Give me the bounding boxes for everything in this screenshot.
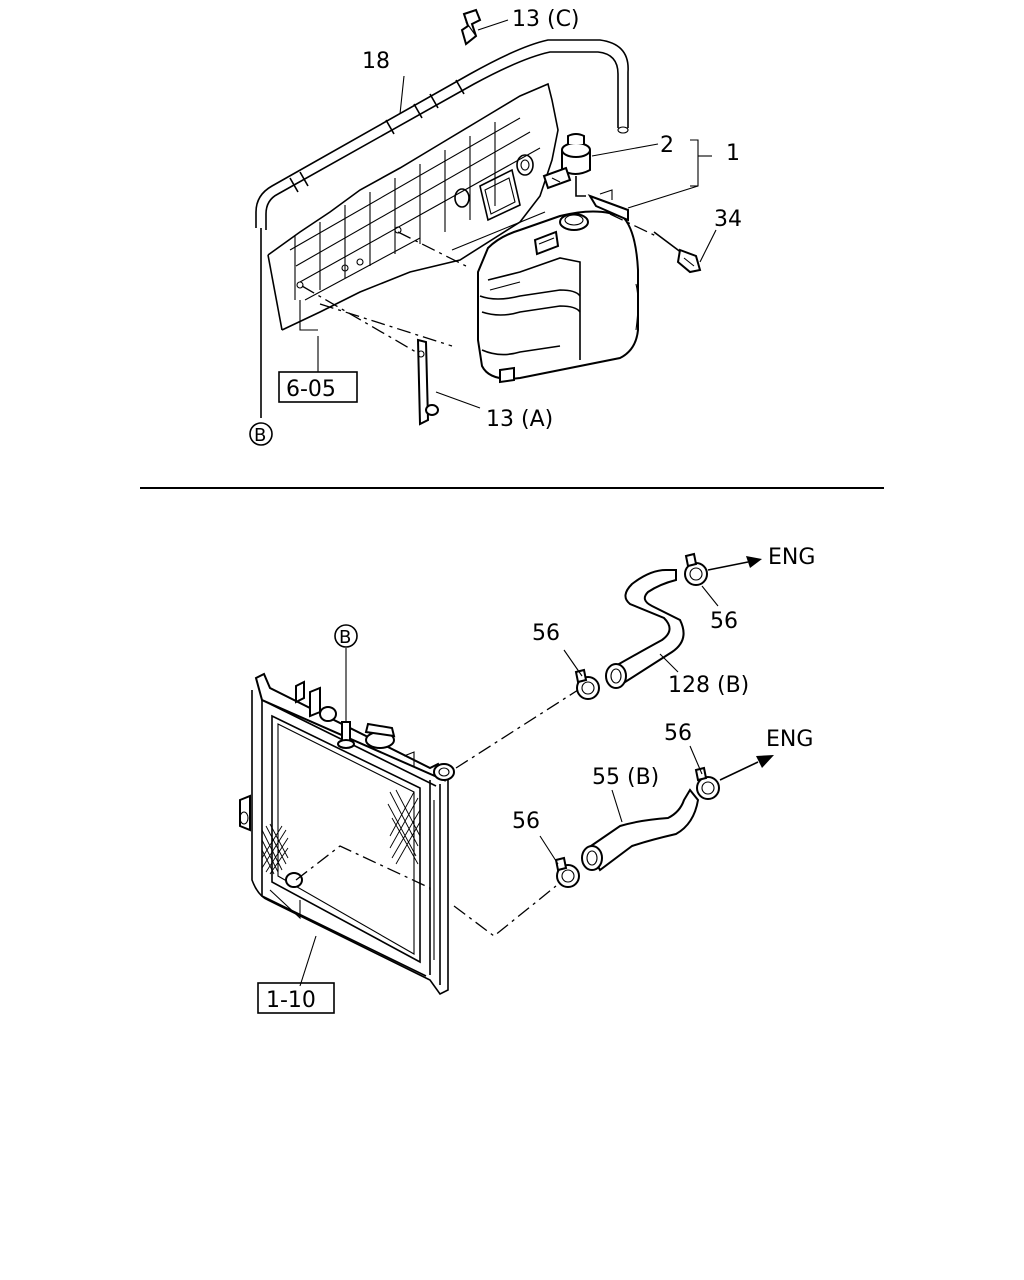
assembly-line xyxy=(295,845,431,894)
assembly-line xyxy=(453,885,557,937)
leader-lines-upper xyxy=(317,19,717,409)
hose-55b xyxy=(581,788,700,872)
cap-2 xyxy=(542,133,591,197)
label-eng-top: ENG xyxy=(768,545,815,570)
marker-b-top-label: B xyxy=(254,425,266,446)
bracket-13a xyxy=(416,338,439,426)
assembly-line xyxy=(455,689,579,769)
label-6-05: 6-05 xyxy=(286,377,336,402)
reservoir-tank-1 xyxy=(477,210,639,384)
label-1-10: 1-10 xyxy=(266,988,316,1013)
label-eng-bottom: ENG xyxy=(766,727,813,752)
clamp-56-mid-right xyxy=(694,766,720,800)
assembly-line xyxy=(609,213,657,237)
lower-assembly: B xyxy=(239,545,815,1014)
label-34: 34 xyxy=(714,207,742,232)
label-18: 18 xyxy=(362,49,390,74)
label-56-mid-right: 56 xyxy=(664,721,692,746)
label-1: 1 xyxy=(726,141,740,166)
core-hatching xyxy=(261,789,421,875)
overflow-hose-18 xyxy=(255,39,629,418)
marker-b-bottom xyxy=(334,624,358,648)
ref-box-6-05 xyxy=(278,371,358,403)
label-56-lower-left: 56 xyxy=(512,809,540,834)
hose-128b xyxy=(605,569,685,689)
arrow-to-eng-bottom xyxy=(719,755,774,781)
assembly-line xyxy=(301,285,417,353)
clamp-56-upper-left xyxy=(574,668,600,700)
assembly-line xyxy=(319,303,453,347)
marker-b-top xyxy=(249,422,273,446)
clip-13c xyxy=(460,8,482,46)
label-56-top-right: 56 xyxy=(710,609,738,634)
body-panel xyxy=(267,82,559,331)
clamp-56-lower-left xyxy=(554,856,580,888)
clamp-56-top-right xyxy=(684,552,708,586)
leader-lines-lower xyxy=(299,585,719,987)
assembly-line xyxy=(451,211,546,251)
radiator xyxy=(239,672,455,996)
arrow-to-eng-top xyxy=(707,556,762,571)
bolt-34 xyxy=(653,231,702,274)
marker-b-bottom-label: B xyxy=(339,627,351,648)
label-13c: 13 (C) xyxy=(512,7,580,32)
ref-box-1-10 xyxy=(257,982,335,1014)
label-2: 2 xyxy=(660,133,674,158)
label-56-upper-left: 56 xyxy=(532,621,560,646)
label-13a: 13 (A) xyxy=(486,407,553,432)
label-55b: 55 (B) xyxy=(592,765,659,790)
tank-bracket xyxy=(587,189,629,222)
assembly-line xyxy=(397,231,471,269)
label-128b: 128 (B) xyxy=(668,673,749,698)
upper-assembly: 13 (C) 18 2 1 34 6-05 13 (A) B xyxy=(249,7,742,446)
